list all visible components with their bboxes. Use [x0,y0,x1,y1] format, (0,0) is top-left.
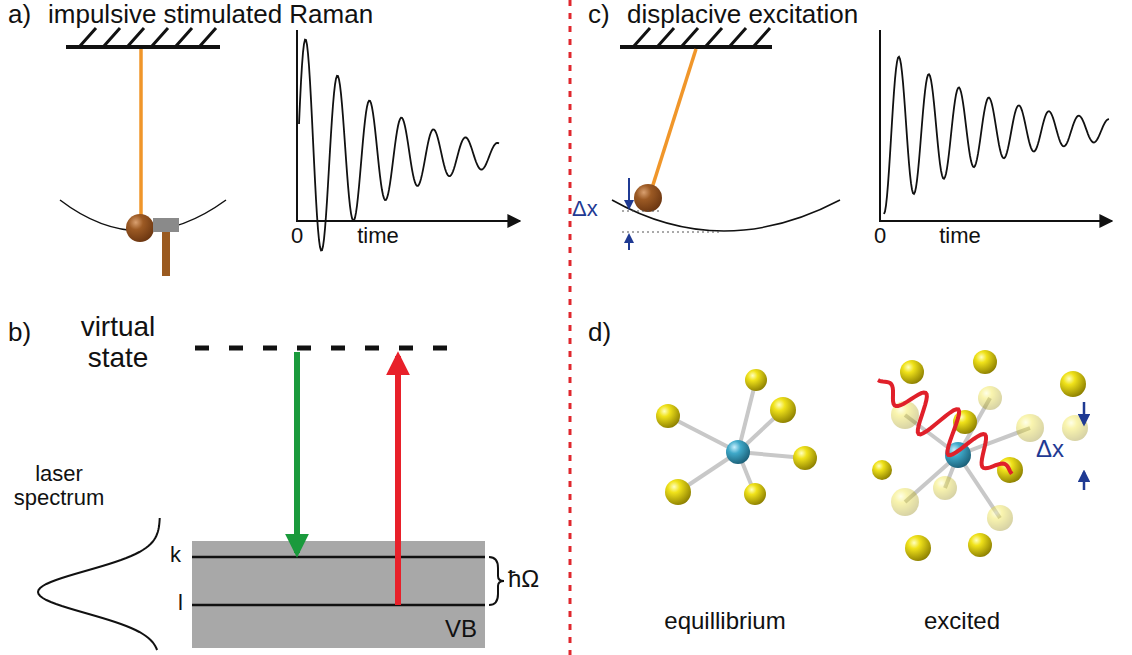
pendulum-c [612,28,840,250]
figure-label: k [170,543,181,567]
figure-label: impulsive stimulated Raman [48,0,373,29]
figure-label: c) [588,0,610,29]
octahedron-equilibrium [656,369,817,505]
level-scheme [38,348,504,650]
figure-label: b) [8,318,31,347]
figure-label: l [178,591,183,615]
figure-label: virtual state [53,312,183,374]
figure-label: excited [924,608,1000,634]
figure-label: a) [8,0,31,29]
divider [569,0,572,655]
figure-label: time [939,224,981,248]
band-box: VB [192,541,485,648]
figure-label: d) [588,318,611,347]
oscillation-trace [884,57,1109,214]
figure-label: 0 [291,224,303,248]
figure-label: laser spectrum [3,462,115,510]
laser-pulse [878,380,1012,474]
figure-label: time [357,224,399,248]
pendulum-a [60,28,226,276]
figure-label: equillibrium [664,608,785,634]
octahedron-excited [872,350,1088,561]
plot-axes [297,30,1112,221]
oscillation-trace [299,40,499,251]
figure-label: Δx [1036,436,1064,462]
figure-label: 0 [874,224,886,248]
band-label: VB [445,616,477,642]
figure-label: ħΩ [508,566,539,592]
figure-label: displacive excitation [627,0,858,29]
figure-label: Δx [572,197,598,221]
